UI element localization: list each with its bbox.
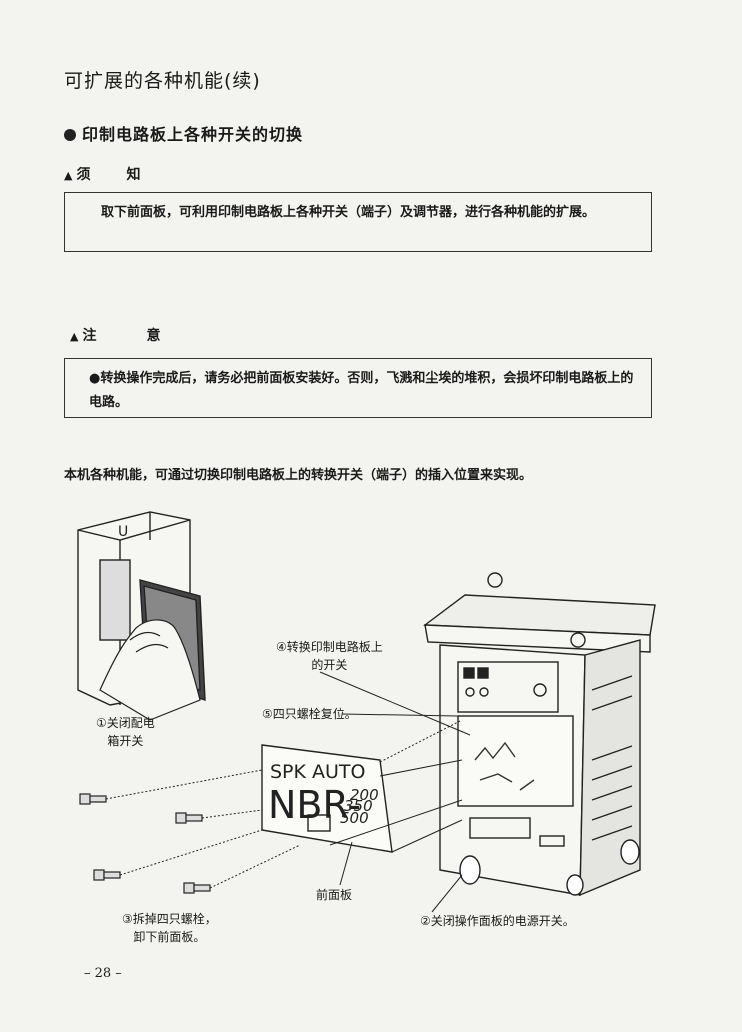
welding-machine-drawing — [423, 572, 656, 897]
subtitle-text: 印制电路板上各种开关的切换 — [82, 125, 304, 144]
plate-model-200: 200 — [350, 786, 379, 804]
callout-4: ④转换印制电路板上 的开关 — [276, 638, 383, 674]
caution-label: ▲注 意 — [70, 325, 160, 345]
bolt-2 — [175, 812, 203, 824]
caution-label-a: 注 — [82, 328, 97, 344]
callout-1-line-1: ①关闭配电 — [96, 716, 155, 730]
welder-illustration: U SPK AUTO NBR- 200 350 500 — [77, 511, 656, 913]
callout-1: ①关闭配电 箱开关 — [96, 714, 155, 750]
callout-4-line-2: 的开关 — [311, 658, 348, 672]
plate-brand: SPK AUTO — [270, 761, 365, 783]
notice-label-b: 知 — [126, 167, 141, 183]
page-title: 可扩展的各种机能(续) — [64, 70, 261, 92]
bolt-4 — [183, 882, 211, 894]
bolt-drawings — [79, 793, 211, 894]
notice-text: 取下前面板，可利用印制电路板上各种开关（端子）及调节器，进行各种机能的扩展。 — [101, 205, 596, 220]
body-text: 本机各种机能，可通过切换印制电路板上的转换开关（端子）的插入位置来实现。 — [64, 468, 533, 483]
warning-triangle-icon: ▲ — [64, 169, 73, 182]
notice-label: ▲须 知 — [64, 164, 140, 184]
plate-model-350: 350 — [344, 797, 373, 815]
notice-label-a: 须 — [76, 167, 91, 183]
hand-drawing — [99, 619, 201, 721]
bolt-3 — [93, 869, 121, 881]
callout-3-line-1: ③拆掉四只螺栓， — [122, 912, 217, 926]
callout-2: ②关闭操作面板的电源开关。 — [420, 914, 575, 928]
plate-model-500: 500 — [340, 809, 369, 827]
warning-triangle-icon: ▲ — [70, 330, 79, 343]
caution-box: ●转换操作完成后，请务必把前面板安装好。否则，飞溅和尘埃的堆积，会损坏印制电路板… — [64, 358, 652, 418]
bolt-1 — [79, 793, 107, 805]
section-subtitle: 印制电路板上各种开关的切换 — [64, 121, 303, 145]
callout-3-line-2: 卸下前面板。 — [133, 930, 206, 944]
svg-text:U: U — [118, 524, 128, 540]
bullet-icon — [64, 129, 76, 141]
callout-3: ③拆掉四只螺栓， 卸下前面板。 — [122, 910, 217, 946]
callout-5: ⑤四只螺栓复位。 — [262, 707, 357, 721]
caution-label-b: 意 — [146, 328, 161, 344]
leader-lines — [105, 671, 471, 913]
caution-text: ●转换操作完成后，请务必把前面板安装好。否则，飞溅和尘埃的堆积，会损坏印制电路板… — [89, 371, 634, 410]
callout-4-line-1: ④转换印制电路板上 — [276, 640, 383, 654]
notice-box: 取下前面板，可利用印制电路板上各种开关（端子）及调节器，进行各种机能的扩展。 — [64, 192, 652, 252]
front-panel-label: 前面板 — [316, 888, 353, 902]
plate-model-prefix: NBR- — [268, 783, 361, 827]
bleed-text — [470, 90, 476, 114]
page-number: – 28 – — [84, 966, 122, 981]
callout-1-line-2: 箱开关 — [107, 734, 144, 748]
